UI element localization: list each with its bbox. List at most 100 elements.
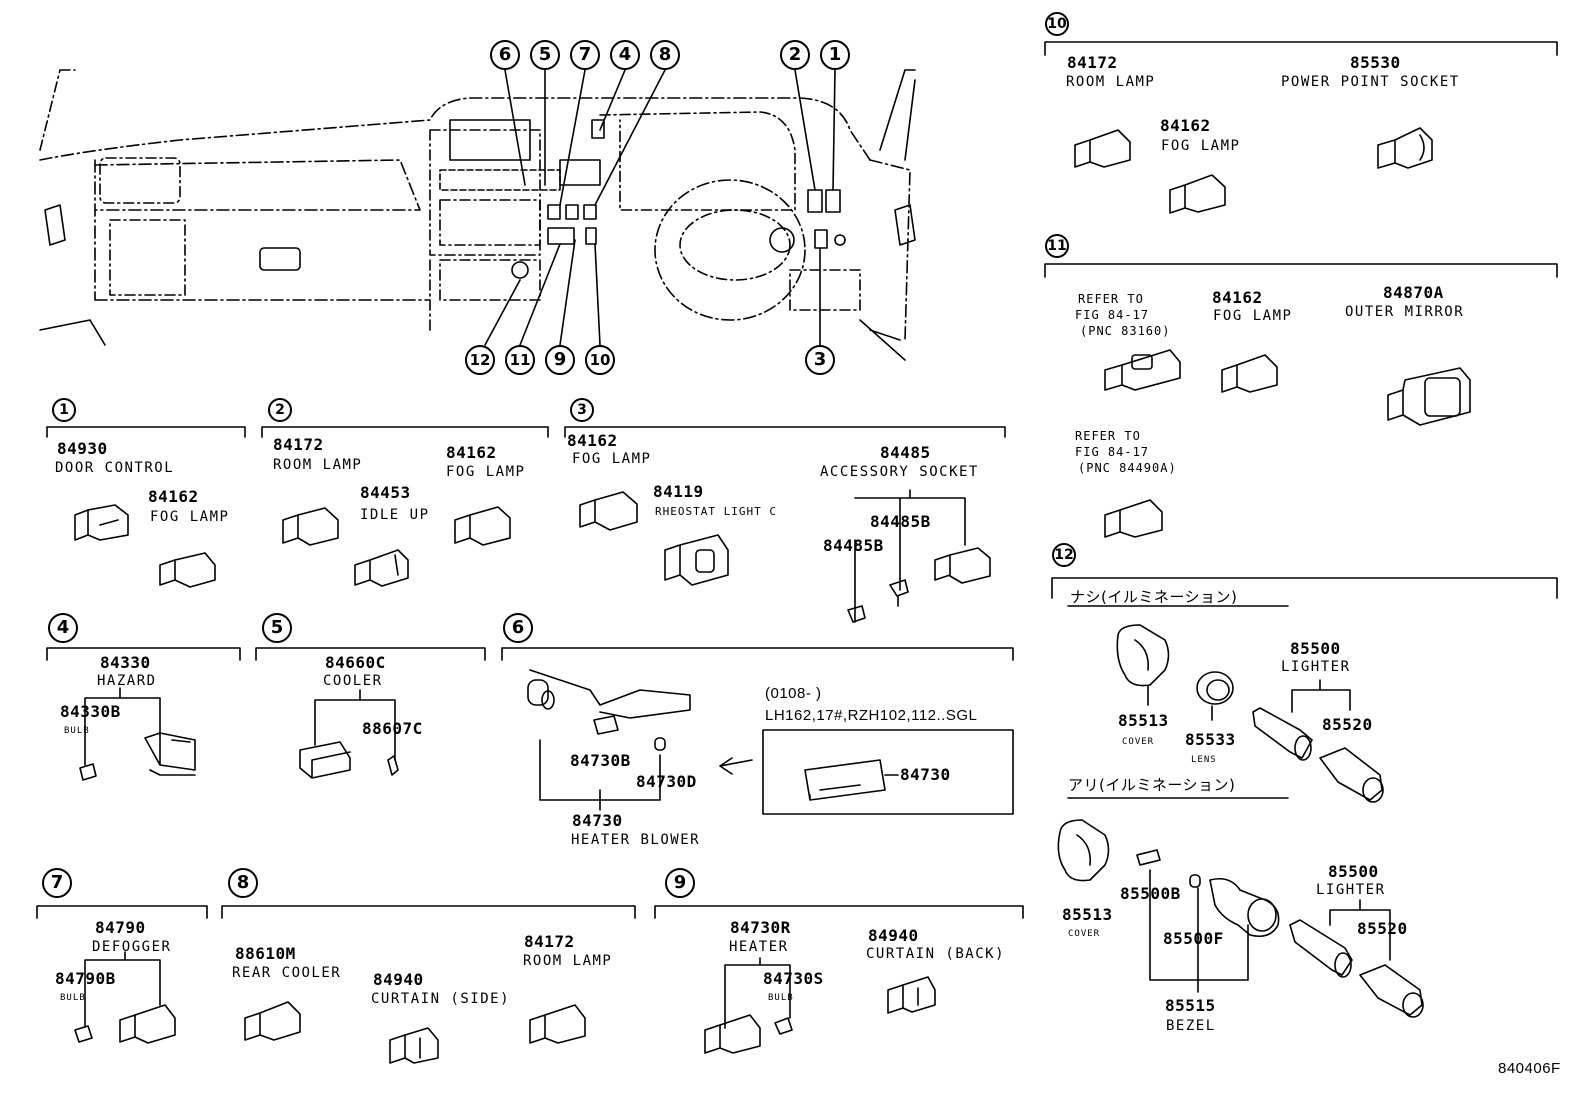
part-number: 84485B (823, 536, 884, 555)
group-brackets (37, 42, 1557, 918)
part-number: 84172 (1067, 53, 1118, 72)
group-8-callout: 8 (228, 868, 258, 898)
part-number: 84162 (446, 443, 497, 462)
part-name: FOG LAMP (1161, 138, 1241, 154)
group-6-callout: 6 (503, 613, 533, 643)
part-number: 84172 (524, 932, 575, 951)
part-name: COVER (1068, 929, 1101, 939)
part-name: COOLER (323, 673, 383, 689)
part-name: RHEOSTAT LIGHT C (655, 505, 777, 518)
part-name: COVER (1122, 737, 1155, 747)
part-name: LIGHTER (1316, 882, 1386, 898)
part-name: HAZARD (97, 673, 157, 689)
part-number: 84162 (1160, 116, 1211, 135)
part-name: FOG LAMP (150, 509, 230, 525)
part-name: ACCESSORY SOCKET (820, 464, 979, 480)
part-number: 84119 (653, 482, 704, 501)
part-name: HEATER (729, 939, 789, 955)
part-number: 84930 (57, 439, 108, 458)
part-number: 84660C (325, 653, 386, 672)
part-number: 85513 (1118, 711, 1169, 730)
part-number: 84485B (870, 512, 931, 531)
part-number: 84453 (360, 483, 411, 502)
group-7-callout: 7 (42, 868, 72, 898)
part-name: LENS (1191, 755, 1217, 765)
group-3-callout: 3 (570, 398, 594, 422)
part-name: BULB (60, 993, 86, 1003)
part-name: ROOM LAMP (273, 457, 363, 473)
callout-5: 5 (530, 40, 560, 70)
part-name: REAR COOLER (232, 965, 342, 981)
part-number: 84730 (572, 811, 623, 830)
part-number: 84162 (1212, 288, 1263, 307)
part-number: 84162 (567, 431, 618, 450)
part-number: 85515 (1165, 996, 1216, 1015)
group-2-callout: 2 (268, 398, 292, 422)
part-sketches (75, 128, 1470, 1063)
part-name: ROOM LAMP (523, 953, 613, 969)
part-name: DOOR CONTROL (55, 460, 175, 476)
callout-1: 1 (820, 40, 850, 70)
part-name: BULB (64, 726, 90, 736)
part-number: 84870A (1383, 283, 1444, 302)
part-number: 85500F (1163, 929, 1224, 948)
part-number: 84330 (100, 653, 151, 672)
callout-3: 3 (805, 345, 835, 375)
group-9-callout: 9 (665, 868, 695, 898)
group-4-callout: 4 (48, 613, 78, 643)
part-number: 85513 (1062, 905, 1113, 924)
dashboard-illustration (40, 70, 915, 360)
part-name: IDLE UP (360, 507, 430, 523)
part-name: FOG LAMP (446, 464, 526, 480)
part-number: 84940 (373, 970, 424, 989)
applicability-models: LH162,17#,RZH102,112..SGL (765, 707, 978, 724)
part-name: BEZEL (1166, 1018, 1216, 1034)
part-name: CURTAIN (BACK) (866, 946, 1006, 962)
callout-11: 11 (505, 345, 535, 375)
part-number: 85520 (1322, 715, 1373, 734)
part-number: 85500B (1120, 884, 1181, 903)
callout-2: 2 (780, 40, 810, 70)
callout-12: 12 (465, 345, 495, 375)
reference-note: FIG 84-17 (1075, 308, 1150, 322)
part-name: FOG LAMP (1213, 308, 1293, 324)
part-number: 84730B (570, 751, 631, 770)
part-number: 84790B (55, 969, 116, 988)
group-5-callout: 5 (262, 613, 292, 643)
callout-8: 8 (650, 40, 680, 70)
part-number: 84790 (95, 918, 146, 937)
part-number: 84172 (273, 435, 324, 454)
part-name: LIGHTER (1281, 659, 1351, 675)
part-number: 84730 (900, 765, 951, 784)
part-number: 84730D (636, 772, 697, 791)
part-name: BULB (768, 993, 794, 1003)
callout-9: 9 (545, 345, 575, 375)
applicability-range: (0108- ) (765, 685, 822, 702)
callout-6: 6 (490, 40, 520, 70)
part-number: 84940 (868, 926, 919, 945)
part-name: OUTER MIRROR (1345, 304, 1465, 320)
group-11-callout: 11 (1045, 234, 1069, 258)
callout-10: 10 (585, 345, 615, 375)
part-number: 85533 (1185, 730, 1236, 749)
group-12-callout: 12 (1052, 543, 1076, 567)
part-name: FOG LAMP (572, 451, 652, 467)
part-number: 85530 (1350, 53, 1401, 72)
part-number: 88610M (235, 944, 296, 963)
callout-4: 4 (610, 40, 640, 70)
callout-7: 7 (570, 40, 600, 70)
part-number: 85500 (1328, 862, 1379, 881)
part-number: 85520 (1357, 919, 1408, 938)
group-10-callout: 10 (1045, 12, 1069, 36)
part-name: POWER POINT SOCKET (1281, 74, 1460, 90)
part-name: ROOM LAMP (1066, 74, 1156, 90)
group-1-callout: 1 (52, 398, 76, 422)
part-name: DEFOGGER (92, 939, 172, 955)
part-number: 85500 (1290, 639, 1341, 658)
part-number: 84162 (148, 487, 199, 506)
variant-label-with-illumination: アリ(イルミネーション) (1068, 776, 1236, 794)
variant-label-without-illumination: ナシ(イルミネーション) (1070, 588, 1238, 606)
figure-id: 840406F (1498, 1060, 1561, 1077)
